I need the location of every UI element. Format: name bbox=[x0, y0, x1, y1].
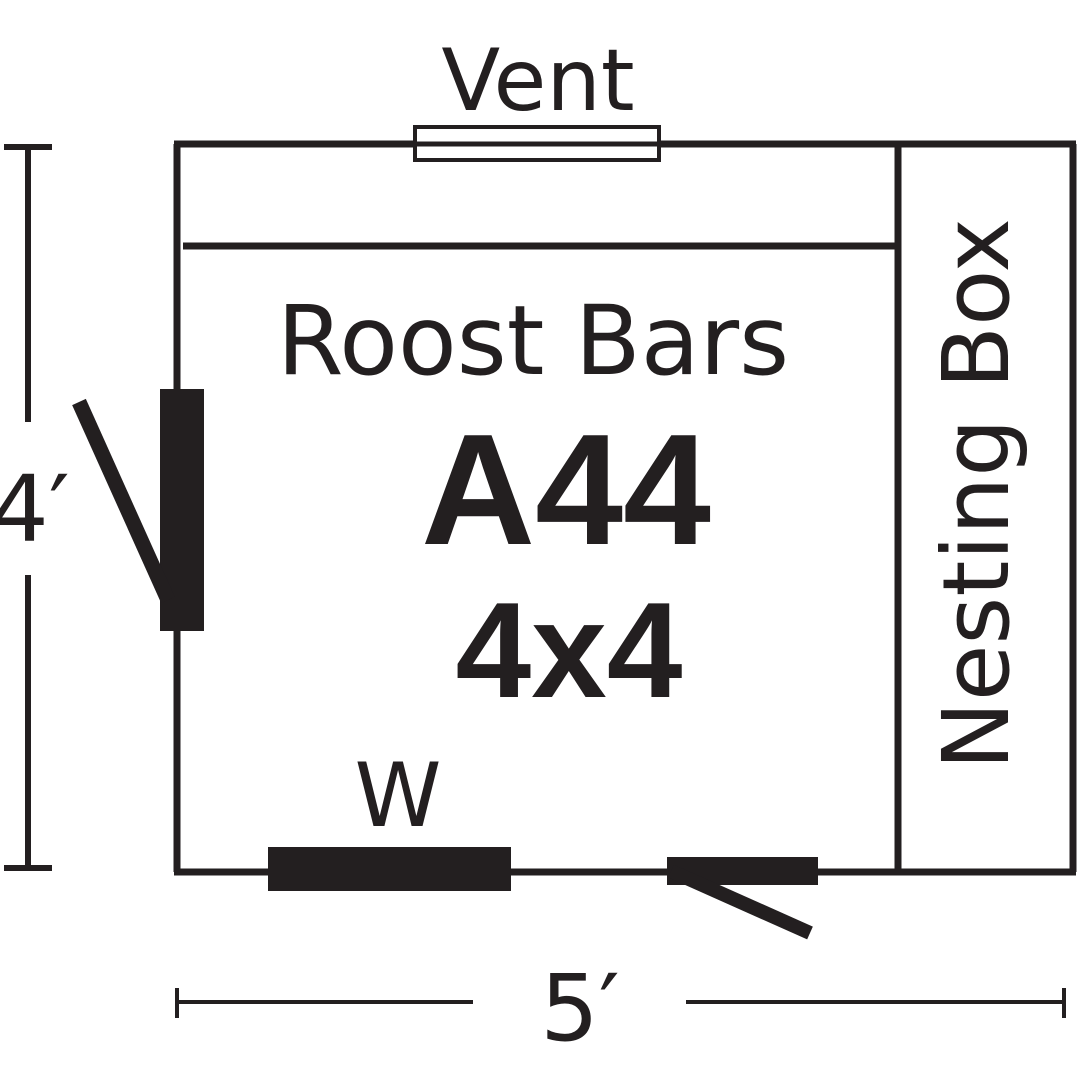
width-dimension-label: 5′ bbox=[540, 955, 619, 1062]
height-dimension bbox=[4, 144, 52, 871]
window-label: W bbox=[354, 744, 441, 847]
model-label: A44 bbox=[421, 402, 711, 578]
nesting-box-label: Nesting Box bbox=[923, 218, 1030, 770]
window bbox=[268, 847, 511, 891]
vent bbox=[413, 125, 661, 162]
left-door bbox=[72, 389, 204, 631]
size-label: 4x4 bbox=[456, 574, 683, 726]
roost-bars-label: Roost Bars bbox=[277, 285, 789, 397]
height-dimension-label: 4′ bbox=[0, 456, 70, 563]
width-dimension bbox=[175, 988, 1066, 1018]
bottom-door bbox=[667, 857, 818, 940]
vent-label: Vent bbox=[441, 31, 634, 131]
